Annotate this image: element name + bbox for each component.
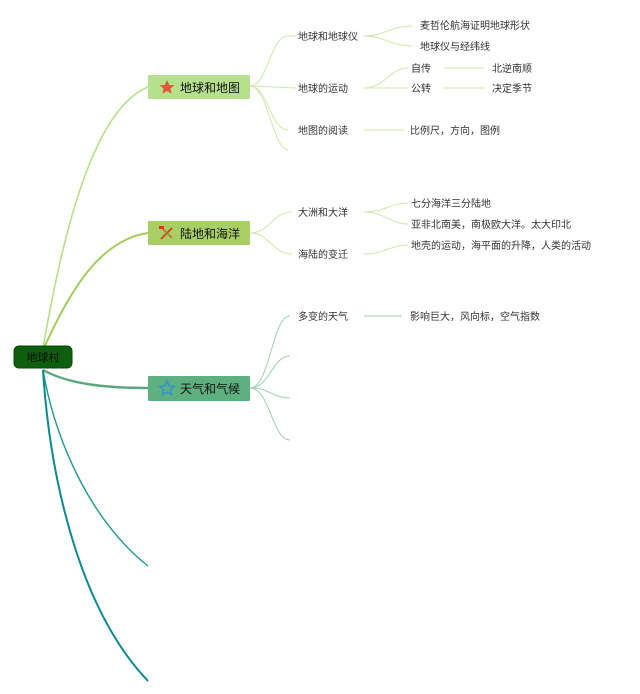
root-to-branch-1-line xyxy=(42,86,149,349)
root-to-branch-3-line xyxy=(42,368,149,390)
topic-3-1-label[interactable]: 多变的天气 xyxy=(298,310,348,323)
root-to-empty-branch-1-line xyxy=(42,369,149,567)
topic-1-2-child-1[interactable]: 自传 xyxy=(411,62,431,75)
hammer-pick-icon xyxy=(159,226,173,240)
topic-2-2-child-1[interactable]: 地壳的运动，海平面的升降，人类的活动 xyxy=(411,239,591,252)
topic-1-2-child-2[interactable]: 公转 xyxy=(411,82,431,95)
main-node-3[interactable]: 天气和气候 xyxy=(148,376,250,401)
topic-1-2-label[interactable]: 地球的运动 xyxy=(298,82,348,95)
topic-1-1-label[interactable]: 地球和地球仪 xyxy=(298,30,358,43)
topic-3-1-child-1[interactable]: 影响巨大，风向标，空气指数 xyxy=(410,310,540,323)
main-node-2[interactable]: 陆地和海洋 xyxy=(148,221,250,245)
main-node-3-label: 天气和气候 xyxy=(180,381,240,396)
connectors xyxy=(42,25,484,682)
topic-1-1-child-1[interactable]: 麦哲伦航海证明地球形状 xyxy=(420,19,530,32)
main-node-1-label: 地球和地图 xyxy=(180,81,240,95)
root-label: 地球村 xyxy=(27,350,60,364)
main-node-2-label: 陆地和海洋 xyxy=(180,226,240,241)
root-node[interactable]: 地球村 xyxy=(13,345,73,369)
topic-2-1-child-1[interactable]: 七分海洋三分陆地 xyxy=(411,197,491,210)
topic-2-1-label[interactable]: 大洲和大洋 xyxy=(298,206,348,219)
star-outline-icon xyxy=(157,379,177,397)
root-to-branch-2-line xyxy=(42,232,149,351)
star-filled-icon xyxy=(159,80,175,94)
topic-1-3-child-1[interactable]: 比例尺，方向，图例 xyxy=(410,124,500,137)
topic-2-2-label[interactable]: 海陆的变迁 xyxy=(298,248,348,261)
main-node-1[interactable]: 地球和地图 xyxy=(148,75,250,99)
topic-1-3-label[interactable]: 地图的阅读 xyxy=(298,124,348,137)
topic-1-2-child-1-detail[interactable]: 北逆南顺 xyxy=(492,62,532,75)
topic-2-1-child-2[interactable]: 亚非北南美，南极欧大洋。太大印北 xyxy=(411,218,571,231)
topic-1-1-child-2[interactable]: 地球仪与经纬线 xyxy=(420,40,490,53)
root-to-empty-branch-2-line xyxy=(42,369,149,682)
topic-1-2-child-2-detail[interactable]: 决定季节 xyxy=(492,82,532,95)
